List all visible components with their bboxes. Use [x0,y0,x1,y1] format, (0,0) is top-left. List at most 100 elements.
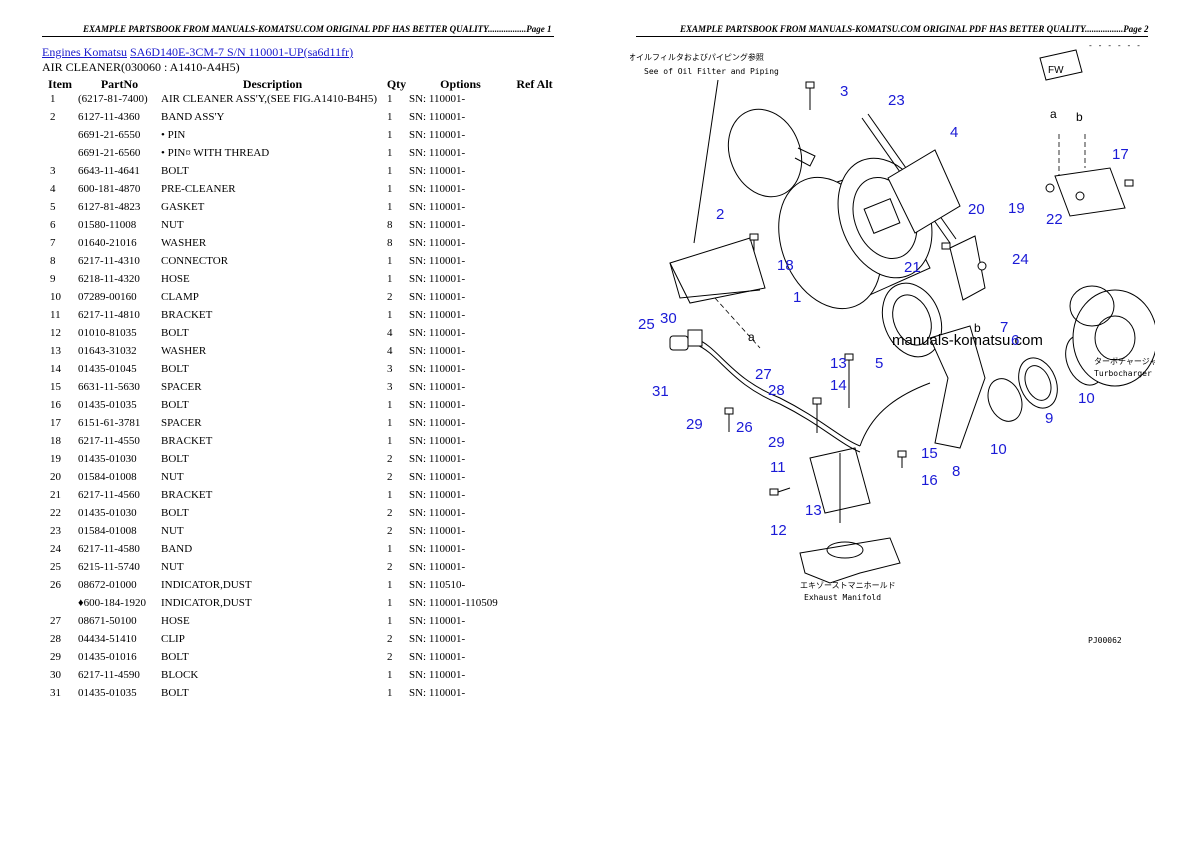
cell-refalt [512,290,557,308]
cell-item: 28 [50,633,61,645]
cell-item [42,596,78,614]
cell-qty: 1 [387,435,393,447]
cell-qty: 2 [387,453,393,465]
cell-partno: 08671-50100 [78,615,137,627]
cell-qty: 2 [387,291,393,303]
dust-indicator-drawing [669,329,703,351]
cell-item [42,128,78,146]
cell-partno: 6127-11-4360 [78,111,140,123]
cell-qty: 1 [387,417,393,429]
cell-description: BRACKET [161,489,213,501]
cell-options: SN: 110510- [409,579,466,591]
callout-16: 15 [921,445,938,462]
callout-26: 25 [638,316,655,333]
cell-options: SN: 110001- [409,453,466,465]
cell-options: SN: 110001- [409,201,466,213]
small-bolts-drawing [724,179,1134,496]
oil-filter-en-label: See of Oil Filter and Piping [644,67,779,76]
cell-description: NUT [161,525,184,537]
cell-options: SN: 110001- [409,183,466,195]
cell-options: SN: 110001- [409,219,466,231]
cell-partno: (6217-81-7400) [78,93,148,105]
cell-partno: 6217-11-4550 [78,435,140,447]
cell-description: NUT [161,219,184,231]
cell-refalt [512,632,557,650]
cell-item: 4 [50,183,56,195]
cell-item: 6 [50,219,56,231]
bracket-18-drawing [1054,134,1126,217]
cell-description: SPACER [161,417,202,429]
cell-description: CLAMP [161,291,199,303]
left-bracket-drawing [669,237,766,349]
cell-qty: 1 [387,615,393,627]
callout-20: 19 [1008,200,1025,217]
cell-refalt [512,560,557,578]
parts-table: Item PartNo Description Qty Options Ref … [42,76,557,704]
header-refalt: Ref Alt [516,76,553,91]
ref-letter-a-left: a [748,330,755,344]
cell-options: SN: 110001- [409,417,466,429]
cell-description: • PIN [161,129,186,141]
cell-item [42,146,78,164]
callout-17: 16 [921,472,938,489]
cell-qty: 1 [387,111,393,123]
cell-item: 11 [50,309,61,321]
cell-partno: 01580-11008 [78,219,137,231]
cell-partno: 01435-01045 [78,363,137,375]
cell-qty: 4 [387,345,393,357]
cell-options: SN: 110001- [409,543,466,555]
header-qty: Qty [386,76,407,91]
cell-description: BOLT [161,453,189,465]
header-rule-left [42,36,554,37]
callout-18: 17 [1112,146,1129,163]
cell-refalt [512,686,557,704]
cell-qty: 1 [387,201,393,213]
cell-options: SN: 110001- [409,507,466,519]
cell-refalt [512,668,557,686]
cell-refalt [512,92,557,110]
cell-options: SN: 110001- [409,291,466,303]
table-header-row: Item PartNo Description Qty Options Ref … [42,76,557,92]
turbocharger-drawing [1069,285,1155,387]
breadcrumb: Engines Komatsu SA6D140E-3CM-7 S/N 11000… [42,45,353,60]
cell-qty: 1 [387,129,393,141]
cell-refalt [512,272,557,290]
connector-8-drawing [929,325,986,449]
cell-partno: 01584-01008 [78,471,137,483]
cell-item: 30 [50,669,61,681]
callout-10-right: 10 [1078,390,1095,407]
cell-description: BOLT [161,507,189,519]
cell-partno: 6643-11-4641 [78,165,140,177]
cell-item: 18 [50,435,61,447]
cell-refalt [512,488,557,506]
breadcrumb-link-engines[interactable]: Engines Komatsu [42,45,127,59]
callout-29-upper: 28 [768,382,785,399]
cell-qty: 1 [387,669,393,681]
callout-8: 8 [952,463,960,480]
callout-31: 31 [652,383,669,400]
cell-description: PRE-CLEANER [161,183,236,195]
cell-refalt [512,110,557,128]
header-options: Options [440,76,481,91]
cell-partno: 01435-01016 [78,651,137,663]
cell-options: SN: 110001- [409,111,466,123]
cell-partno: 6691-21-6550 [78,129,141,141]
callout-12: 12 [770,522,787,539]
table-row: 1(6217-81-7400)AIR CLEANER ASS'Y,(SEE FI… [42,92,557,110]
cell-item: 15 [50,381,61,393]
cell-item: 3 [50,165,56,177]
cell-description: AIR CLEANER ASS'Y,(SEE FIG.A1410-B4H5) [161,93,377,105]
cell-partno: 6217-11-4560 [78,489,140,501]
cell-options: SN: 110001- [409,327,466,339]
callout-7: 7 [1000,319,1008,336]
breadcrumb-link-model[interactable]: SA6D140E-3CM-7 S/N 110001-UP(sa6d11fr) [130,45,354,59]
